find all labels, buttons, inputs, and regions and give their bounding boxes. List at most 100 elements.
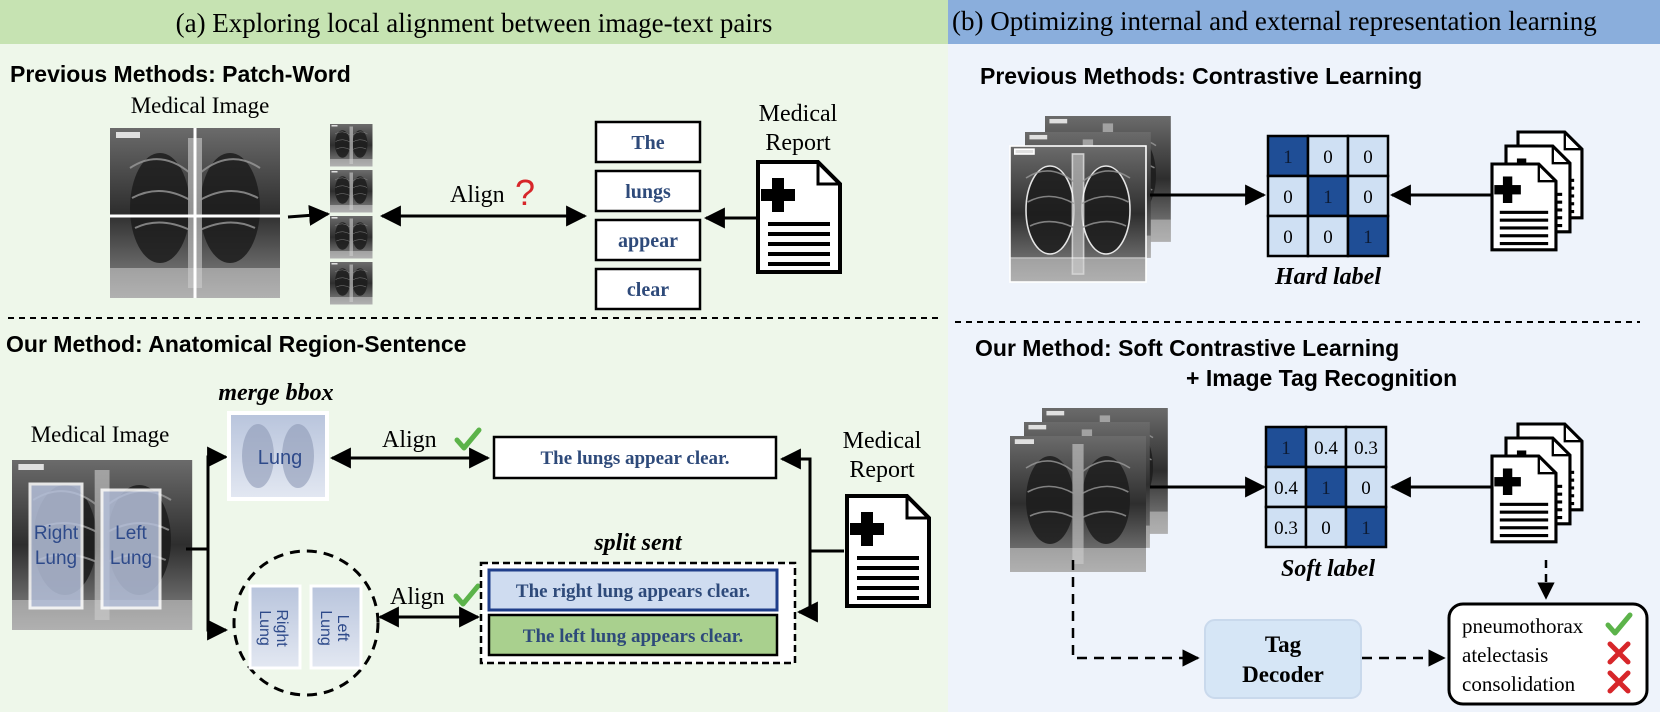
hard-label-cell-2-2: [1346, 214, 1390, 258]
hard-label-cell-2-0: [1266, 214, 1310, 258]
panel-b-header-bg: [948, 0, 1660, 44]
split-right-lung-label-1: Right: [273, 609, 290, 647]
panel-a-header-bg: [0, 0, 948, 44]
soft-label-cell-2-2: [1344, 505, 1388, 549]
merged-sentence: The lungs appear clear.: [541, 448, 730, 469]
merged-sentence-box: [492, 435, 778, 480]
merged-lung-label: Lung: [258, 447, 303, 469]
word-appear: appear: [618, 230, 678, 252]
soft-label-value-0-1: 0.4: [1314, 438, 1338, 459]
ours-report-label-2: Report: [849, 457, 915, 483]
panel-a-title: (a) Exploring local alignment between im…: [176, 8, 773, 38]
hard-label-value-0-2: 0: [1363, 147, 1373, 168]
hard-label-value-0-0: 1: [1283, 147, 1293, 168]
word-box-2: [594, 169, 702, 213]
ours-align-label-2: Align: [390, 584, 445, 610]
split-sentence-1: The right lung appears clear.: [516, 581, 750, 602]
split-right-lung-label-2: Lung: [256, 610, 273, 646]
tag-decoder-label-2: Decoder: [1242, 662, 1324, 687]
previous-report-label-2: Report: [765, 130, 831, 156]
word-box-3: [594, 218, 702, 262]
soft-label-value-0-0: 1: [1281, 438, 1291, 459]
split-sentence-2: The left lung appears clear.: [523, 626, 743, 647]
previous-xray-image: [109, 127, 281, 299]
hard-label-value-1-0: 0: [1283, 187, 1293, 208]
report-to-merged-arrow: [779, 448, 844, 553]
align-check-icon-2: [453, 583, 481, 607]
panel-b-ours-heading-1: Our Method: Soft Contrastive Learning: [975, 335, 1399, 361]
panel-b-previous-heading: Previous Methods: Contrastive Learning: [980, 63, 1422, 89]
panel-b-ours-heading-2: + Image Tag Recognition: [1186, 365, 1457, 391]
hard-label-value-1-1: 1: [1323, 187, 1333, 208]
ours-report-label-1: Medical: [843, 428, 922, 454]
patch-3: [329, 215, 373, 259]
split-sentence-box-1: [487, 568, 779, 612]
align-check-icon-1: [454, 427, 482, 451]
right-lung-label-2: Lung: [35, 548, 77, 569]
tag-label-0: pneumothorax: [1462, 614, 1584, 638]
split-left-lung-label-2: Lung: [317, 610, 334, 646]
tag-label-1: atelectasis: [1462, 643, 1548, 667]
panel-a-previous-heading: Previous Methods: Patch-Word: [10, 61, 351, 87]
left-lung-label-1: Left: [115, 523, 147, 544]
ours-xray-image: [10, 458, 194, 632]
tag-label-2: consolidation: [1462, 672, 1576, 696]
panel-b-title: (b) Optimizing internal and external rep…: [952, 6, 1597, 36]
word-box-4: [594, 267, 702, 311]
hard-label-value-1-2: 0: [1363, 187, 1373, 208]
soft-label-value-0-2: 0.3: [1354, 438, 1378, 459]
split-left-lung-text: Left Lung: [317, 610, 351, 646]
tag-check-icon-0: [1605, 612, 1633, 636]
ours-xray-stack: [1009, 407, 1169, 573]
soft-label-value-1-0: 0.4: [1274, 478, 1298, 499]
left-lung-label-2: Lung: [110, 548, 152, 569]
previous-report-label-1: Medical: [759, 101, 838, 127]
hard-label-value-2-2: 1: [1363, 227, 1373, 248]
panel-a-ours-heading: Our Method: Anatomical Region-Sentence: [6, 331, 466, 357]
split-right-lung-text: Right Lung: [256, 609, 290, 647]
merge-bbox-label: merge bbox: [218, 380, 333, 406]
soft-label-cell-2-1: [1304, 505, 1348, 549]
soft-label-cell-1-2: [1344, 465, 1388, 509]
hard-label-cell-0-1: [1306, 134, 1350, 178]
patch-4: [329, 261, 373, 305]
word-lungs: lungs: [625, 181, 671, 203]
hard-label-value-2-1: 0: [1323, 227, 1333, 248]
previous-align-label: Align: [450, 182, 505, 208]
previous-report-icon: [756, 160, 842, 274]
merge-branch-arrow: [186, 446, 229, 551]
tag-decoder-box: [1204, 619, 1362, 699]
soft-label-caption: Soft label: [1281, 556, 1375, 582]
hard-label-cell-1-2: [1346, 174, 1390, 218]
report-to-split-arrow: [796, 551, 818, 623]
split-sent-label: split sent: [593, 530, 683, 556]
ours-align-label-1: Align: [382, 427, 437, 453]
patch-split-arrow: [287, 204, 331, 226]
soft-label-value-2-0: 0.3: [1274, 518, 1298, 539]
word-boxes: The lungs appear clear: [594, 120, 702, 311]
right-lung-label-1: Right: [34, 523, 79, 544]
soft-label-cell-0-1: [1304, 425, 1348, 469]
split-branch-arrow: [206, 549, 229, 641]
ours-report-stack: [1490, 422, 1584, 544]
split-left-lung-label-1: Left: [334, 615, 351, 642]
previous-report-stack: [1490, 130, 1584, 252]
word-clear: clear: [627, 279, 669, 301]
patch-1: [329, 123, 373, 167]
tag-decoder-label-1: Tag: [1265, 632, 1302, 657]
ours-report-icon: [845, 494, 931, 608]
split-right-lung-crop: [248, 584, 302, 670]
soft-label-cell-1-1: [1304, 465, 1348, 509]
hard-label-cell-1-0: [1266, 174, 1310, 218]
tag-cross-icon-1: [1607, 641, 1631, 665]
tag-cross-icon-2: [1607, 670, 1631, 694]
previous-image-label: Medical Image: [131, 93, 270, 118]
soft-label-cell-1-0: [1264, 465, 1308, 509]
question-icon: ?: [515, 172, 535, 213]
split-left-lung-crop: [309, 584, 363, 670]
merged-lung-bbox: [227, 411, 329, 501]
split-sentence-box-2: [487, 613, 779, 657]
soft-label-value-2-2: 1: [1361, 518, 1371, 539]
